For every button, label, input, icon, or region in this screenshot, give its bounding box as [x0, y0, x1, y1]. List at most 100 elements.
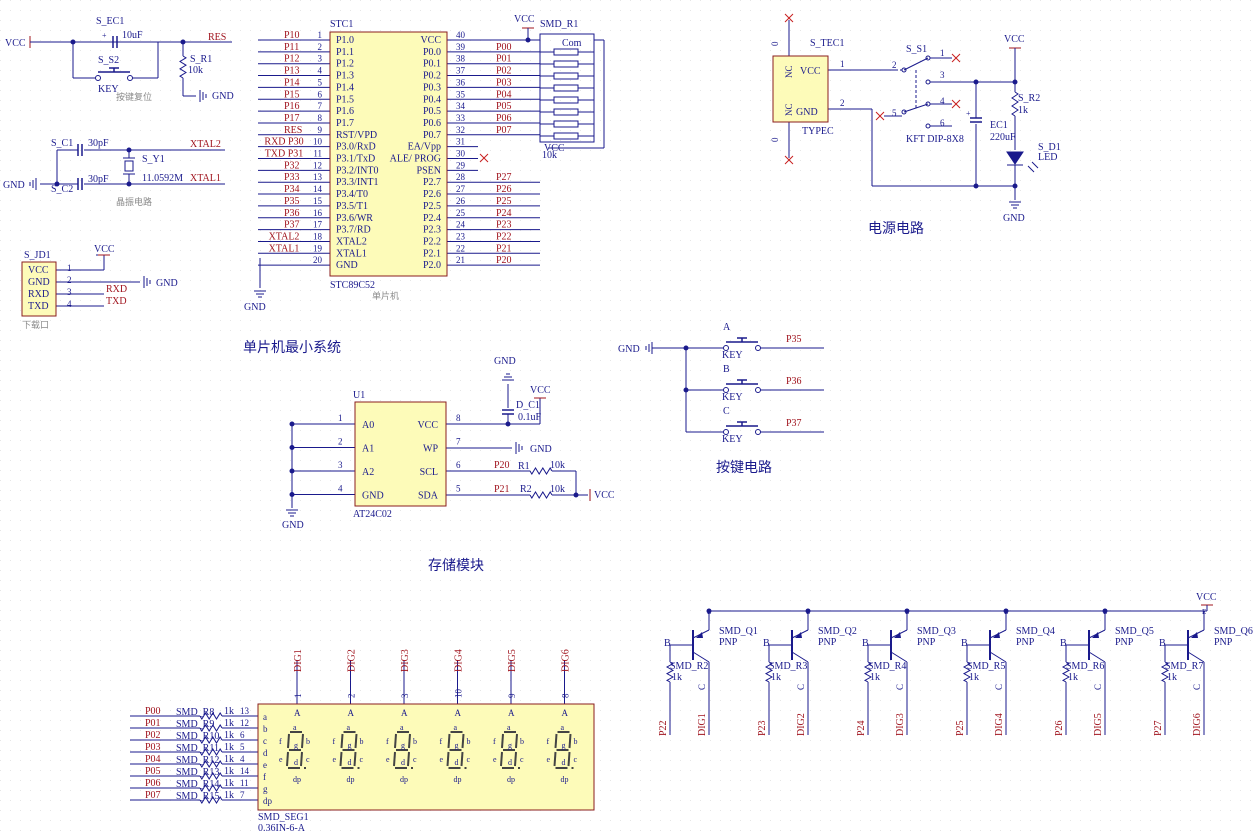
driver-2-type: PNP [818, 637, 837, 648]
digit-2-seg-g: g [348, 741, 352, 750]
digit-5-glyph-icon [500, 731, 520, 769]
mcu-pin-p1-7: P1.7 [336, 118, 354, 129]
digit-1-seg-g: g [294, 741, 298, 750]
mcu-pin-num-7: 7 [318, 101, 323, 111]
mcu-pin-num-34: 34 [456, 101, 466, 111]
mcu-pin-num-9: 9 [318, 125, 323, 135]
mcu-net-p37: P37 [284, 220, 300, 231]
power-switch-pin-4: 4 [940, 96, 945, 106]
segment-digit-2-pin: 2 [347, 694, 357, 699]
mcu-pin-p2-2: P2.2 [423, 236, 441, 247]
reset-caption: 按键复位 [116, 91, 152, 103]
pnp-transistor-2-icon [791, 629, 809, 663]
driver-2-dig-label: DIG2 [796, 713, 807, 736]
eeprom-pin-num-3: 3 [338, 460, 343, 470]
segment-pin-num-13: 13 [240, 706, 250, 716]
rpack-value: 10k [542, 150, 557, 161]
key-a-ref: A [723, 322, 731, 333]
mcu-pin-p3-1-txd: P3.1/TxD [336, 154, 375, 165]
digit-4-glyph-icon [446, 731, 467, 769]
no-connect-icon [875, 111, 885, 121]
eeprom-pin-sda: SDA [418, 491, 439, 502]
digit-4-seg-d: d [455, 758, 459, 767]
driver-2-base-label: B [763, 638, 770, 649]
mcu-pin-xtal1: XTAL1 [336, 248, 367, 259]
mcu-net-p14: P14 [284, 77, 300, 88]
mcu-net-res: RES [284, 125, 302, 136]
eeprom-net-sda: P21 [494, 484, 510, 495]
eeprom-r1-value: 10k [550, 460, 565, 471]
digit-5-seg-d: d [508, 758, 512, 767]
eeprom-pin-a1: A1 [362, 444, 374, 455]
eeprom-part: AT24C02 [353, 509, 392, 520]
download-pin-num-2: 2 [67, 275, 72, 285]
eeprom-wp-ground-icon [515, 442, 523, 454]
crystal-c1-ref: S_C1 [51, 138, 73, 149]
segment-digit-5-anode: A [508, 708, 515, 718]
eeprom-pullup-vcc-label: VCC [594, 490, 615, 501]
segment-res-value-6: 1k [224, 766, 234, 777]
digit-1-seg-e: e [279, 755, 283, 764]
junction-dot [1012, 79, 1018, 85]
mcu-pin-psen: PSEN [417, 165, 441, 176]
mcu-pin-p3-5-t1: P3.5/T1 [336, 201, 368, 212]
rpack-vcc-label: VCC [514, 14, 535, 25]
eeprom-r2-value: 10k [550, 484, 565, 495]
crystal-ground-icon [29, 178, 37, 190]
key-b-value: KEY [722, 392, 743, 403]
segment-part: 0.36IN-6-A [258, 823, 306, 834]
mcu-pin-p3-3-int1: P3.3/INT1 [336, 177, 379, 188]
digit-1-seg-d: d [294, 758, 298, 767]
segment-digit-6-pin: 8 [561, 693, 571, 698]
digit-3-seg-g: g [401, 741, 405, 750]
driver-5-base-label: B [1060, 638, 1067, 649]
mcu-net-p26: P26 [496, 184, 512, 195]
emitter-mark: E [1103, 608, 1107, 616]
digit-1-seg-dp: dp [293, 775, 301, 784]
emitter-mark: E [905, 608, 909, 616]
power-resistor-value: 1k [1018, 105, 1028, 116]
segment-res-value-3: 1k [224, 730, 234, 741]
keys-gnd-label: GND [618, 344, 640, 355]
rpack-resistor-6 [553, 108, 579, 116]
power-switch-ref: S_S1 [906, 44, 927, 55]
mcu-pin-num-40: 40 [456, 30, 466, 40]
mcu-pin-p0-1: P0.1 [423, 59, 441, 70]
no-connect-icon [784, 13, 794, 23]
segment-res-ref-3: SMD_R10 [176, 731, 219, 742]
segment-resistor-6-icon [199, 772, 223, 780]
pnp-transistor-3-icon [890, 629, 908, 663]
eeprom-cap-ref: D_C1 [516, 400, 540, 411]
driver-3-resistor-icon [863, 661, 873, 683]
crystal-c2-value: 30pF [88, 174, 109, 185]
power-switch-part: KFT DIP-8X8 [906, 134, 964, 145]
eeprom-chip-body [354, 401, 447, 507]
driver-2-ref: SMD_Q2 [818, 626, 857, 637]
digit-3-seg-dp: dp [400, 775, 408, 784]
eeprom-vcc-label: VCC [530, 385, 551, 396]
driver-4-dig-label: DIG4 [994, 713, 1005, 736]
mcu-pin-num-24: 24 [456, 220, 466, 230]
junction-dot [805, 608, 811, 614]
mcu-pin-p2-0: P2.0 [423, 260, 441, 271]
driver-6-type: PNP [1214, 637, 1233, 648]
download-pin-txd: TXD [28, 301, 49, 312]
segment-digit-2-label: DIG2 [347, 649, 358, 672]
digit-6-seg-d: d [562, 758, 566, 767]
key-c-ref: C [723, 406, 730, 417]
segment-resistor-5-icon [199, 760, 223, 768]
digit-3-seg-b: b [413, 737, 417, 746]
key-c-net: P37 [786, 418, 802, 429]
download-pin-num-4: 4 [67, 299, 72, 309]
driver-1-res-value: 1k [672, 672, 682, 683]
segment-res-value-2: 1k [224, 718, 234, 729]
mcu-pin-num-26: 26 [456, 196, 466, 206]
rpack-resistor-2 [553, 60, 579, 68]
eeprom-pin-wp: WP [423, 444, 438, 455]
mcu-pin-num-20: 20 [313, 255, 323, 265]
download-vcc-label: VCC [94, 244, 115, 255]
driver-1-ref: SMD_Q1 [719, 626, 758, 637]
driver-3-collector-label: C [895, 684, 905, 690]
crystal-caption: 晶振电路 [116, 196, 152, 208]
